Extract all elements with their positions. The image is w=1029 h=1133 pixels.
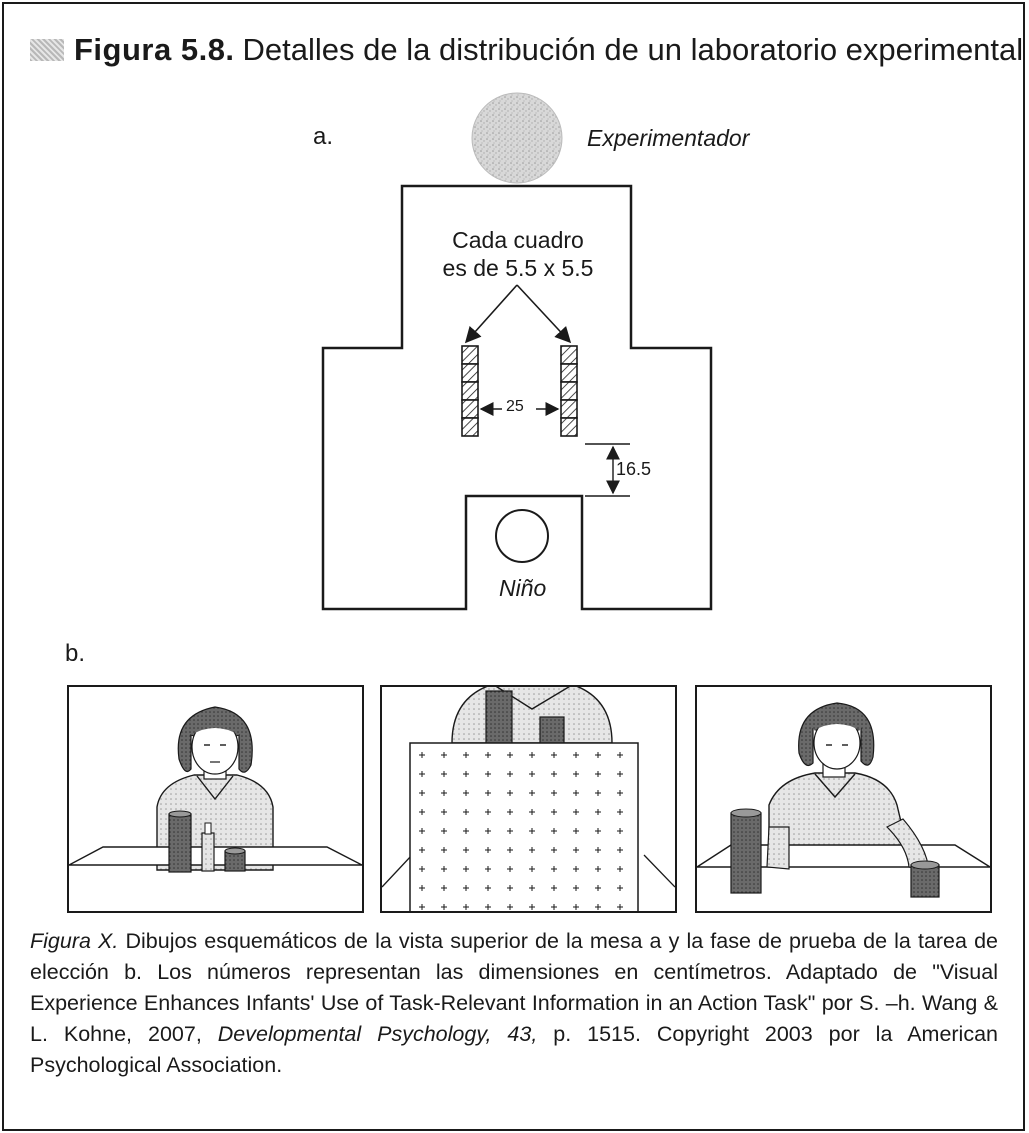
experimenter-circle	[471, 92, 563, 184]
caption-body-1: Dibujos esquemáticos de la vista superio…	[30, 929, 998, 1046]
pointer-arrow-right	[516, 284, 572, 344]
child-circle	[495, 509, 549, 563]
figure-caption: Figura X. Dibujos esquemáticos de la vis…	[30, 926, 998, 1081]
pointer-arrow-left	[464, 284, 518, 344]
child-reaching-illustration	[697, 702, 990, 898]
caption-journal: Developmental Psychology, 43,	[217, 1022, 538, 1046]
caption-paragraph: Figura X. Dibujos esquemáticos de la vis…	[30, 926, 998, 1081]
distance-label: 16.5	[616, 459, 652, 479]
table-top-view-diagram	[321, 92, 713, 611]
test-phase-drawing-2	[380, 685, 677, 913]
panel-a-label: a.	[313, 123, 334, 150]
figure-title-text: Detalles de la distribución de un labora…	[242, 32, 1024, 67]
screen-illustration	[382, 687, 675, 911]
caption-lead: Figura X.	[30, 929, 119, 953]
experimenter-label: Experimentador	[587, 125, 750, 151]
figure-title: Figura 5.8. Detalles de la distribución …	[30, 26, 1023, 74]
left-square-column	[461, 345, 479, 437]
square-size-note: Cada cuadro es de 5.5 x 5.5	[433, 226, 603, 282]
panel-b-label: b.	[65, 640, 86, 667]
caption-body-2: p. 1515. Copyright 2003 por la American …	[30, 1022, 998, 1077]
test-phase-drawing-3	[695, 685, 992, 913]
right-square-column	[560, 345, 578, 437]
figure-number: Figura 5.8.	[74, 32, 235, 67]
square-size-note-line-1: Cada cuadro	[452, 227, 584, 253]
square-size-note-line-2: es de 5.5 x 5.5	[442, 255, 594, 281]
hatched-square-icon	[30, 39, 64, 61]
gap-label: 25	[505, 398, 525, 416]
table-outline	[321, 184, 713, 611]
child-with-objects-illustration	[69, 706, 362, 873]
test-phase-drawing-1	[67, 685, 364, 913]
child-label: Niño	[499, 575, 547, 601]
